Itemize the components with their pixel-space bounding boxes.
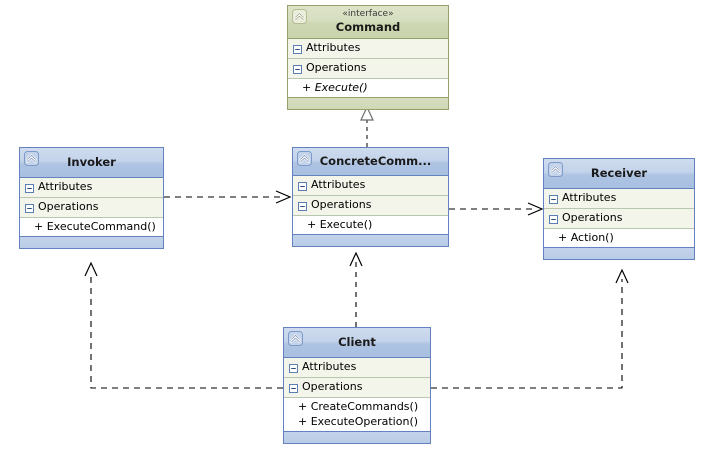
connector-dependency-client-invoker[interactable] (84, 261, 283, 389)
compartment-label-operations: Operations (38, 200, 99, 213)
compartment-operations[interactable]: Operations (293, 196, 448, 216)
class-footer (288, 97, 448, 109)
compartment-attributes[interactable]: Attributes (284, 358, 430, 378)
chevron-double-up-icon[interactable] (297, 151, 312, 166)
uml-class-command[interactable]: «interface» Command Attributes (287, 5, 449, 110)
class-header-invoker: Invoker (20, 148, 163, 178)
connector-dependency-concretecommand-receiver[interactable] (449, 202, 544, 216)
minus-box-icon[interactable] (289, 363, 298, 373)
operation-item[interactable]: + CreateCommands() (298, 400, 419, 413)
uml-class-invoker[interactable]: Invoker Attributes (19, 147, 164, 249)
class-footer (284, 431, 430, 443)
chevron-double-up-icon[interactable] (292, 9, 307, 24)
compartment-label-attributes: Attributes (306, 41, 361, 54)
minus-box-icon[interactable] (298, 201, 307, 211)
minus-box-icon[interactable] (293, 64, 302, 74)
chevron-double-up-icon[interactable] (548, 162, 563, 177)
operation-item[interactable]: + Execute() (302, 81, 368, 94)
uml-class-concretecommand[interactable]: ConcreteComm... Attributes (292, 147, 449, 247)
operations-list: + CreateCommands() + ExecuteOperation() (284, 398, 430, 431)
class-name: Command (335, 20, 401, 34)
uml-class-client[interactable]: Client Attributes (283, 327, 431, 444)
compartment-attributes[interactable]: Attributes (544, 189, 694, 209)
connector-dependency-client-concretecommand[interactable] (349, 251, 363, 327)
compartment-label-attributes: Attributes (562, 191, 617, 204)
class-name: ConcreteComm... (319, 154, 432, 168)
class-name: Invoker (67, 155, 116, 169)
compartment-operations[interactable]: Operations (288, 59, 448, 79)
connector-dependency-invoker-concretecommand[interactable] (164, 190, 292, 204)
operation-item[interactable]: + ExecuteCommand() (34, 220, 156, 233)
chevron-double-up-icon[interactable] (24, 151, 39, 166)
compartment-label-operations: Operations (311, 198, 372, 211)
minus-box-icon[interactable] (25, 203, 34, 213)
class-header-client: Client (284, 328, 430, 358)
class-header-concretecommand: ConcreteComm... (293, 148, 448, 176)
compartment-label-operations: Operations (306, 61, 367, 74)
compartment-label-attributes: Attributes (302, 360, 357, 373)
compartment-operations[interactable]: Operations (20, 198, 163, 218)
class-footer (20, 236, 163, 248)
connector-realization-concretecommand-command[interactable] (360, 105, 374, 147)
minus-box-icon[interactable] (549, 214, 558, 224)
operations-list: + ExecuteCommand() (20, 218, 163, 236)
minus-box-icon[interactable] (549, 194, 558, 204)
class-name: Receiver (590, 166, 648, 180)
class-header-receiver: Receiver (544, 159, 694, 189)
operations-list: + Execute() (293, 216, 448, 234)
uml-class-receiver[interactable]: Receiver Attributes (543, 158, 695, 260)
operations-list: + Action() (544, 229, 694, 247)
chevron-double-up-icon[interactable] (288, 331, 303, 346)
minus-box-icon[interactable] (25, 183, 34, 193)
class-stereotype: «interface» (342, 9, 394, 19)
class-footer (293, 234, 448, 246)
minus-box-icon[interactable] (293, 44, 302, 54)
class-header-command: «interface» Command (288, 6, 448, 39)
class-footer (544, 247, 694, 259)
compartment-operations[interactable]: Operations (544, 209, 694, 229)
compartment-attributes[interactable]: Attributes (20, 178, 163, 198)
operation-item[interactable]: + Action() (558, 231, 614, 244)
minus-box-icon[interactable] (298, 181, 307, 191)
connector-dependency-client-receiver[interactable] (431, 268, 629, 389)
compartment-attributes[interactable]: Attributes (293, 176, 448, 196)
class-name: Client (338, 335, 376, 349)
compartment-label-operations: Operations (562, 211, 623, 224)
operations-list: + Execute() (288, 79, 448, 97)
compartment-label-operations: Operations (302, 380, 363, 393)
compartment-attributes[interactable]: Attributes (288, 39, 448, 59)
operation-item[interactable]: + ExecuteOperation() (298, 415, 419, 428)
operation-item[interactable]: + Execute() (307, 218, 373, 231)
compartment-operations[interactable]: Operations (284, 378, 430, 398)
minus-box-icon[interactable] (289, 383, 298, 393)
compartment-label-attributes: Attributes (38, 180, 93, 193)
compartment-label-attributes: Attributes (311, 178, 366, 191)
